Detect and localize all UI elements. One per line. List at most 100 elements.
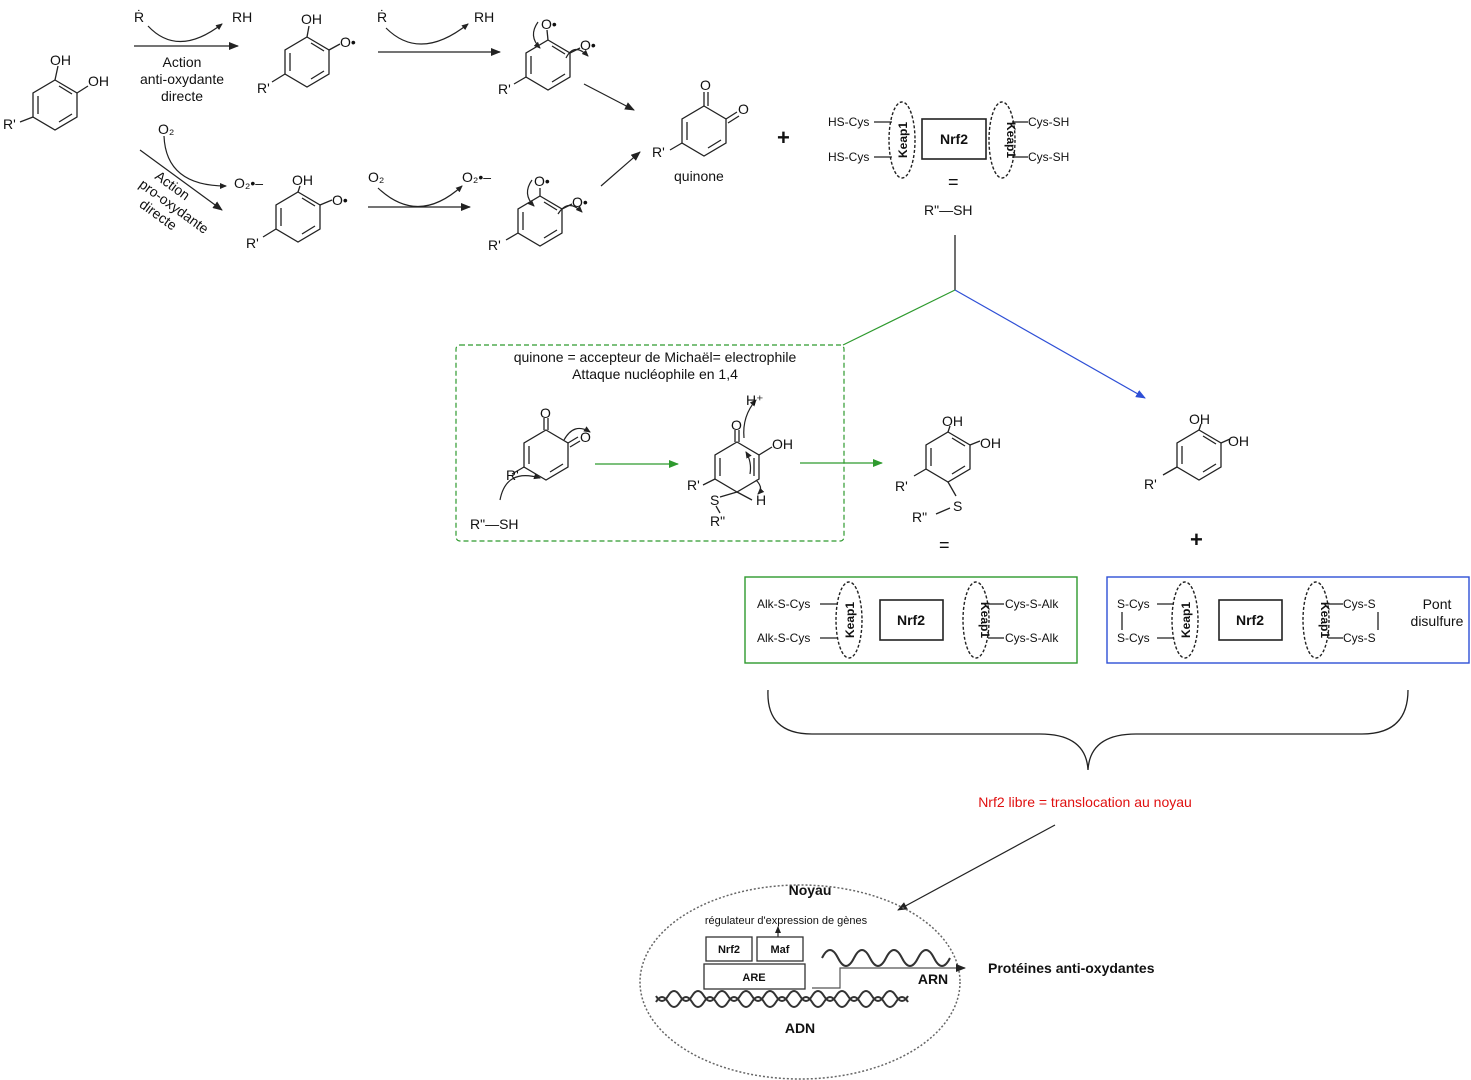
oh-label: OH: [1228, 433, 1249, 449]
oh-label: OH: [88, 73, 109, 89]
arrow-top-second: Ṙ RH: [377, 8, 501, 56]
arrow-to-quinone-top: [583, 83, 635, 111]
arrow-anti-oxydante: Ṙ RH Action anti-oxydante directe: [134, 8, 252, 104]
o-label: O: [540, 405, 551, 421]
arrow-bottom-second: O₂ O₂•–: [368, 169, 491, 211]
s-cys-label: S-Cys: [1117, 631, 1150, 645]
alk-s-cys-label: Alk-S-Cys: [757, 597, 810, 611]
action-anti-line1: Action: [163, 54, 202, 70]
s-label: S: [953, 498, 962, 514]
rh-label: RH: [474, 9, 494, 25]
translocation-label: Nrf2 libre = translocation au noyau: [978, 794, 1192, 810]
oh-label: OH: [1189, 411, 1210, 427]
o-label: O: [700, 77, 711, 93]
r-prime-label: R': [895, 478, 908, 494]
regulateur-label: régulateur d'expression de gènes: [705, 915, 868, 927]
r-prime-label: R': [3, 116, 16, 132]
cys-s-alk-label: Cys-S-Alk: [1005, 631, 1059, 645]
branch-green: [842, 289, 956, 346]
oh-label: OH: [50, 52, 71, 68]
oh-label: OH: [772, 436, 793, 452]
quinone: O O R' quinone: [652, 77, 749, 184]
keap1-label: Keap1: [1004, 122, 1018, 158]
catechol-start: OH OH R': [3, 52, 109, 132]
nucleus: Noyau régulateur d'expression de gènes N…: [639, 882, 966, 1080]
alkylated-keap1-complex: Alk-S-Cys Alk-S-Cys Keap1 Nrf2 Keap1 Cys…: [744, 576, 1078, 664]
thioether-catechol: OH OH R' S R" =: [895, 413, 1001, 555]
are-box-label: ARE: [742, 972, 765, 984]
maf-box-label: Maf: [771, 944, 790, 956]
o-radical-label: O•: [572, 194, 588, 210]
cys-s-label: Cys-S: [1343, 597, 1376, 611]
r-prime-label: R': [498, 81, 511, 97]
r-prime-label: R': [506, 467, 519, 483]
michael-line1: quinone = accepteur de Michaël= electrop…: [514, 349, 797, 365]
alk-s-cys-label: Alk-S-Cys: [757, 631, 810, 645]
r-radical-label: Ṙ: [377, 8, 387, 25]
oh-label: OH: [292, 172, 313, 188]
nrf2-label: Nrf2: [940, 131, 968, 147]
o2-label: O₂: [158, 121, 174, 137]
equals-sign: =: [939, 535, 950, 555]
r-double-label: R": [912, 509, 927, 525]
nrf2-label: Nrf2: [897, 612, 925, 628]
disulfide-keap1-complex: S-Cys S-Cys Keap1 Nrf2 Keap1 Cys-S Cys-S…: [1106, 576, 1470, 664]
o-label: O: [738, 101, 749, 117]
plus-sign: +: [1190, 527, 1203, 552]
adn-label: ADN: [785, 1020, 815, 1036]
o-radical-label: O•: [534, 173, 550, 189]
catechol-regenerated: OH OH R' +: [1144, 411, 1249, 552]
keap1-label: Keap1: [1179, 602, 1193, 638]
hs-cys-label: HS-Cys: [828, 150, 869, 164]
o-radical-label: O•: [580, 37, 596, 53]
r-prime-label: R': [246, 235, 259, 251]
oh-label: OH: [980, 435, 1001, 451]
r-prime-label: R': [652, 144, 665, 160]
o-label: O: [580, 429, 591, 445]
arrow-to-quinone-bottom: [600, 151, 641, 187]
nrf2-label: Nrf2: [1236, 612, 1264, 628]
diradical-bottom: O• O• R': [488, 173, 588, 253]
proteines-label: Protéines anti-oxydantes: [988, 960, 1155, 976]
nucleus-title: Noyau: [789, 882, 832, 898]
o-label: O: [731, 417, 742, 433]
o-radical-label: O•: [541, 16, 557, 32]
cys-sh-label: Cys-SH: [1028, 150, 1069, 164]
r-prime-label: R': [257, 80, 270, 96]
nrf2-box-label: Nrf2: [718, 944, 740, 956]
arrow-to-nucleus: [897, 824, 1056, 911]
oh-label: OH: [942, 413, 963, 429]
michael-addition-box: quinone = accepteur de Michaël= electrop…: [455, 344, 845, 542]
r-prime-label: R': [687, 477, 700, 493]
h-label: H: [756, 492, 766, 508]
r-prime-label: R': [1144, 476, 1157, 492]
h-plus-label: H⁺: [746, 392, 764, 408]
keap1-label: Keap1: [978, 602, 992, 638]
o2-label: O₂: [368, 169, 384, 185]
curly-brace: [767, 689, 1409, 771]
r-radical-label: Ṙ: [134, 8, 144, 25]
keap1-label: Keap1: [896, 122, 910, 158]
s-label: S: [710, 492, 719, 508]
keap1-label: Keap1: [1318, 602, 1332, 638]
branch-blue: [954, 289, 1146, 399]
r-double-sh-label: R"—SH: [470, 516, 519, 532]
rh-label: RH: [232, 9, 252, 25]
oh-label: OH: [301, 11, 322, 27]
r-double-label: R": [710, 513, 725, 529]
o-radical-label: O•: [340, 34, 356, 50]
o2-radical-label: O₂•–: [462, 169, 491, 185]
arrow-pro-oxydante: O₂ O₂•– Action pro-oxydante directe: [136, 121, 263, 237]
arn-label: ARN: [918, 971, 948, 987]
r-prime-label: R': [488, 237, 501, 253]
cys-s-label: Cys-S: [1343, 631, 1376, 645]
keap1-nrf2-complex: HS-Cys HS-Cys Keap1 Nrf2 Keap1 Cys-SH Cy…: [828, 101, 1069, 218]
r-double-sh-label: R"—SH: [924, 202, 973, 218]
o2-radical-label: O₂•–: [234, 175, 263, 191]
equals-sign: =: [948, 172, 959, 192]
semiquinone-radical-top: OH O• R': [257, 11, 356, 96]
cys-s-alk-label: Cys-S-Alk: [1005, 597, 1059, 611]
disulfure-label: disulfure: [1411, 613, 1464, 629]
diradical-top: O• O• R': [498, 16, 596, 97]
